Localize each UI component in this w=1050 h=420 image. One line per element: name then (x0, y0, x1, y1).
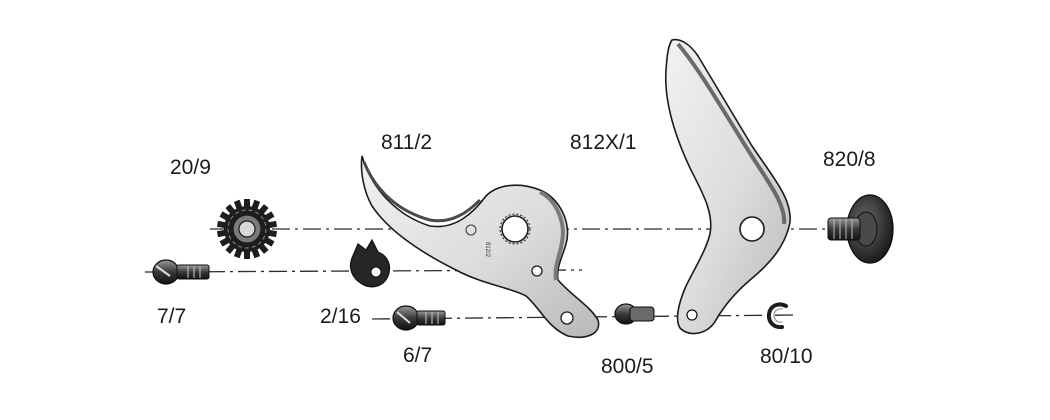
gear-highlight (227, 209, 267, 249)
label-gear-wheel: 20/9 (170, 156, 211, 179)
nut-thread-lines (833, 219, 853, 239)
lower-blade-hole-middle (531, 265, 543, 277)
circlip-80-10-ring (766, 302, 788, 330)
lower-blade-outline (360, 155, 600, 338)
label-lower-blade: 811/2 (381, 131, 432, 154)
lower-blade-hole-lower (560, 311, 574, 325)
lower-blade-bevel (538, 190, 565, 281)
label-adjusting-nut: 820/8 (823, 148, 876, 171)
screw-6-7-shank (416, 310, 446, 326)
lower-blade-pivot-hole (501, 215, 529, 243)
screw-7-7 (152, 259, 210, 285)
label-circlip: 80/10 (760, 345, 813, 368)
upper-blade-outline (664, 38, 791, 335)
label-screw-long: 7/7 (157, 305, 187, 328)
screw-6-7 (392, 305, 446, 331)
screw-7-7-threads (187, 266, 201, 278)
locking-plate-body (349, 238, 391, 288)
label-pin: 800/5 (601, 355, 654, 378)
lower-blade-edge (362, 161, 482, 223)
lower-blade-811-2: 812/2 (360, 155, 600, 338)
adjusting-nut-820-8 (827, 194, 894, 264)
screw-6-7-head (392, 305, 420, 331)
lower-blade-logo-stamp (465, 224, 477, 236)
pin-800-5-shank (629, 306, 655, 322)
label-locking-plate: 2/16 (320, 305, 361, 328)
screw-7-7-shank (176, 264, 210, 280)
circlip-80-10 (766, 302, 788, 330)
upper-blade-812x-1 (664, 38, 791, 335)
circlip-80-10-inner (773, 308, 784, 323)
locking-plate-2-16 (349, 238, 391, 288)
locking-plate-hole (370, 266, 382, 278)
gear-wheel-20-9 (216, 199, 278, 259)
gear-hub-bore (238, 220, 256, 238)
pin-800-5 (614, 303, 655, 325)
upper-blade-hole-lower (686, 309, 698, 321)
upper-blade-edge-bevel (676, 42, 787, 225)
lower-blade-stamp-text: 812/2 (484, 242, 490, 258)
upper-blade-pivot-hole (739, 216, 765, 242)
lower-blade-pivot-teeth (499, 213, 531, 245)
screw-6-7-slot (396, 311, 411, 324)
nut-thread (827, 217, 861, 241)
screw-7-7-slot (155, 265, 171, 277)
screw-6-7-threads (425, 312, 439, 324)
label-upper-blade: 812X/1 (570, 131, 637, 154)
label-screw-short: 6/7 (403, 344, 433, 367)
